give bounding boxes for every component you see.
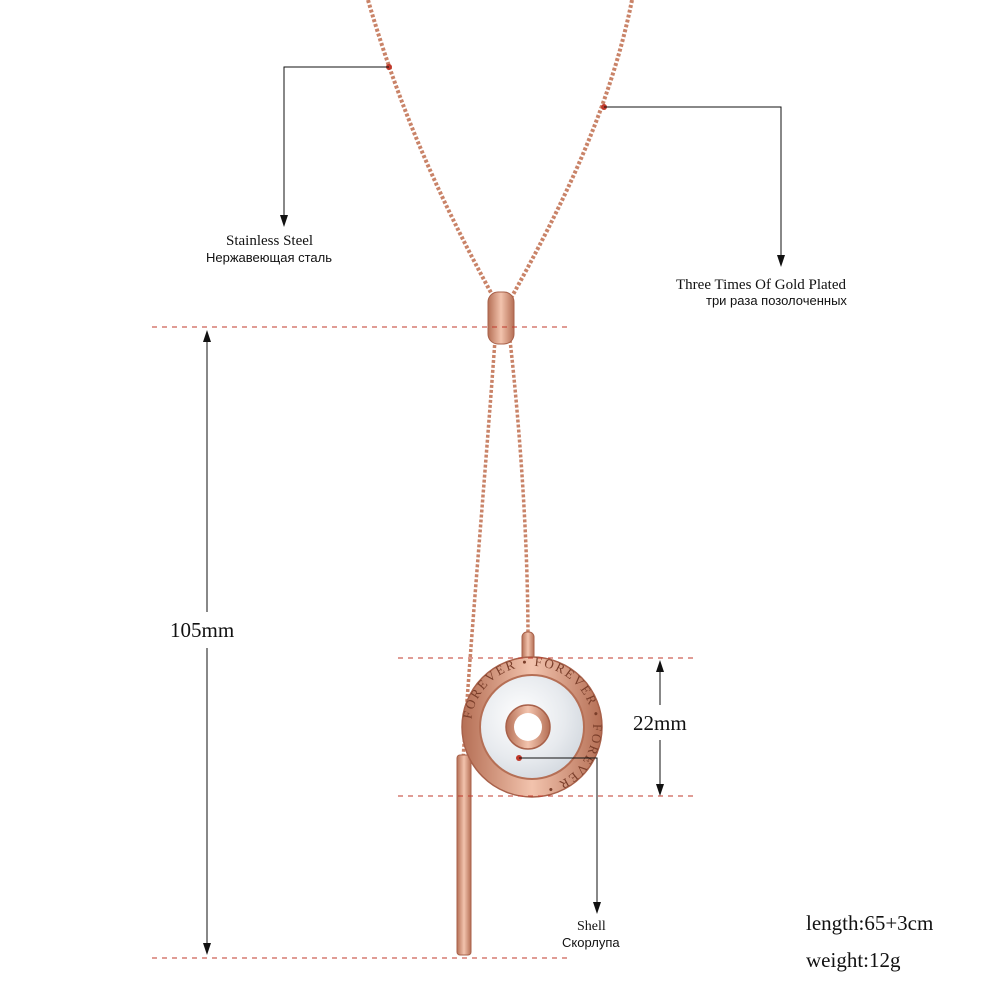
chain-to-pendant bbox=[508, 339, 530, 641]
bar-pendant bbox=[456, 754, 472, 956]
label-stainless-ru: Нержавеющая сталь bbox=[206, 250, 332, 265]
pointer-line-gold bbox=[604, 106, 782, 258]
label-gold-en: Three Times Of Gold Plated bbox=[676, 277, 846, 293]
label-pendant-diameter: 22mm bbox=[633, 711, 687, 735]
chain-right-upper bbox=[508, 0, 634, 301]
label-shell-en: Shell bbox=[577, 919, 606, 934]
chain-left-upper bbox=[366, 0, 497, 301]
pointer-line-shell bbox=[519, 757, 598, 905]
label-stainless-en: Stainless Steel bbox=[226, 233, 314, 249]
spec-length: length:65+3cm bbox=[806, 911, 934, 935]
chain-to-bar bbox=[461, 339, 497, 761]
label-gold-ru: три раза позолоченных bbox=[706, 293, 847, 308]
pointer-line-stainless bbox=[283, 66, 389, 218]
slider-bead bbox=[487, 291, 515, 345]
arrowhead-105-bottom bbox=[203, 943, 211, 955]
label-shell-ru: Скорлупа bbox=[562, 935, 620, 950]
arrowhead-gold bbox=[777, 255, 785, 267]
arrowhead-105-top bbox=[203, 330, 211, 342]
spec-weight: weight:12g bbox=[806, 948, 901, 972]
arrowhead-22-top bbox=[656, 660, 664, 672]
circle-pendant: FOREVER • FOREVER • FOREVER • bbox=[460, 654, 604, 798]
arrowhead-22-bottom bbox=[656, 784, 664, 796]
arrowhead-stainless bbox=[280, 215, 288, 227]
label-drop-length: 105mm bbox=[170, 618, 235, 642]
arrowhead-shell bbox=[593, 902, 601, 914]
